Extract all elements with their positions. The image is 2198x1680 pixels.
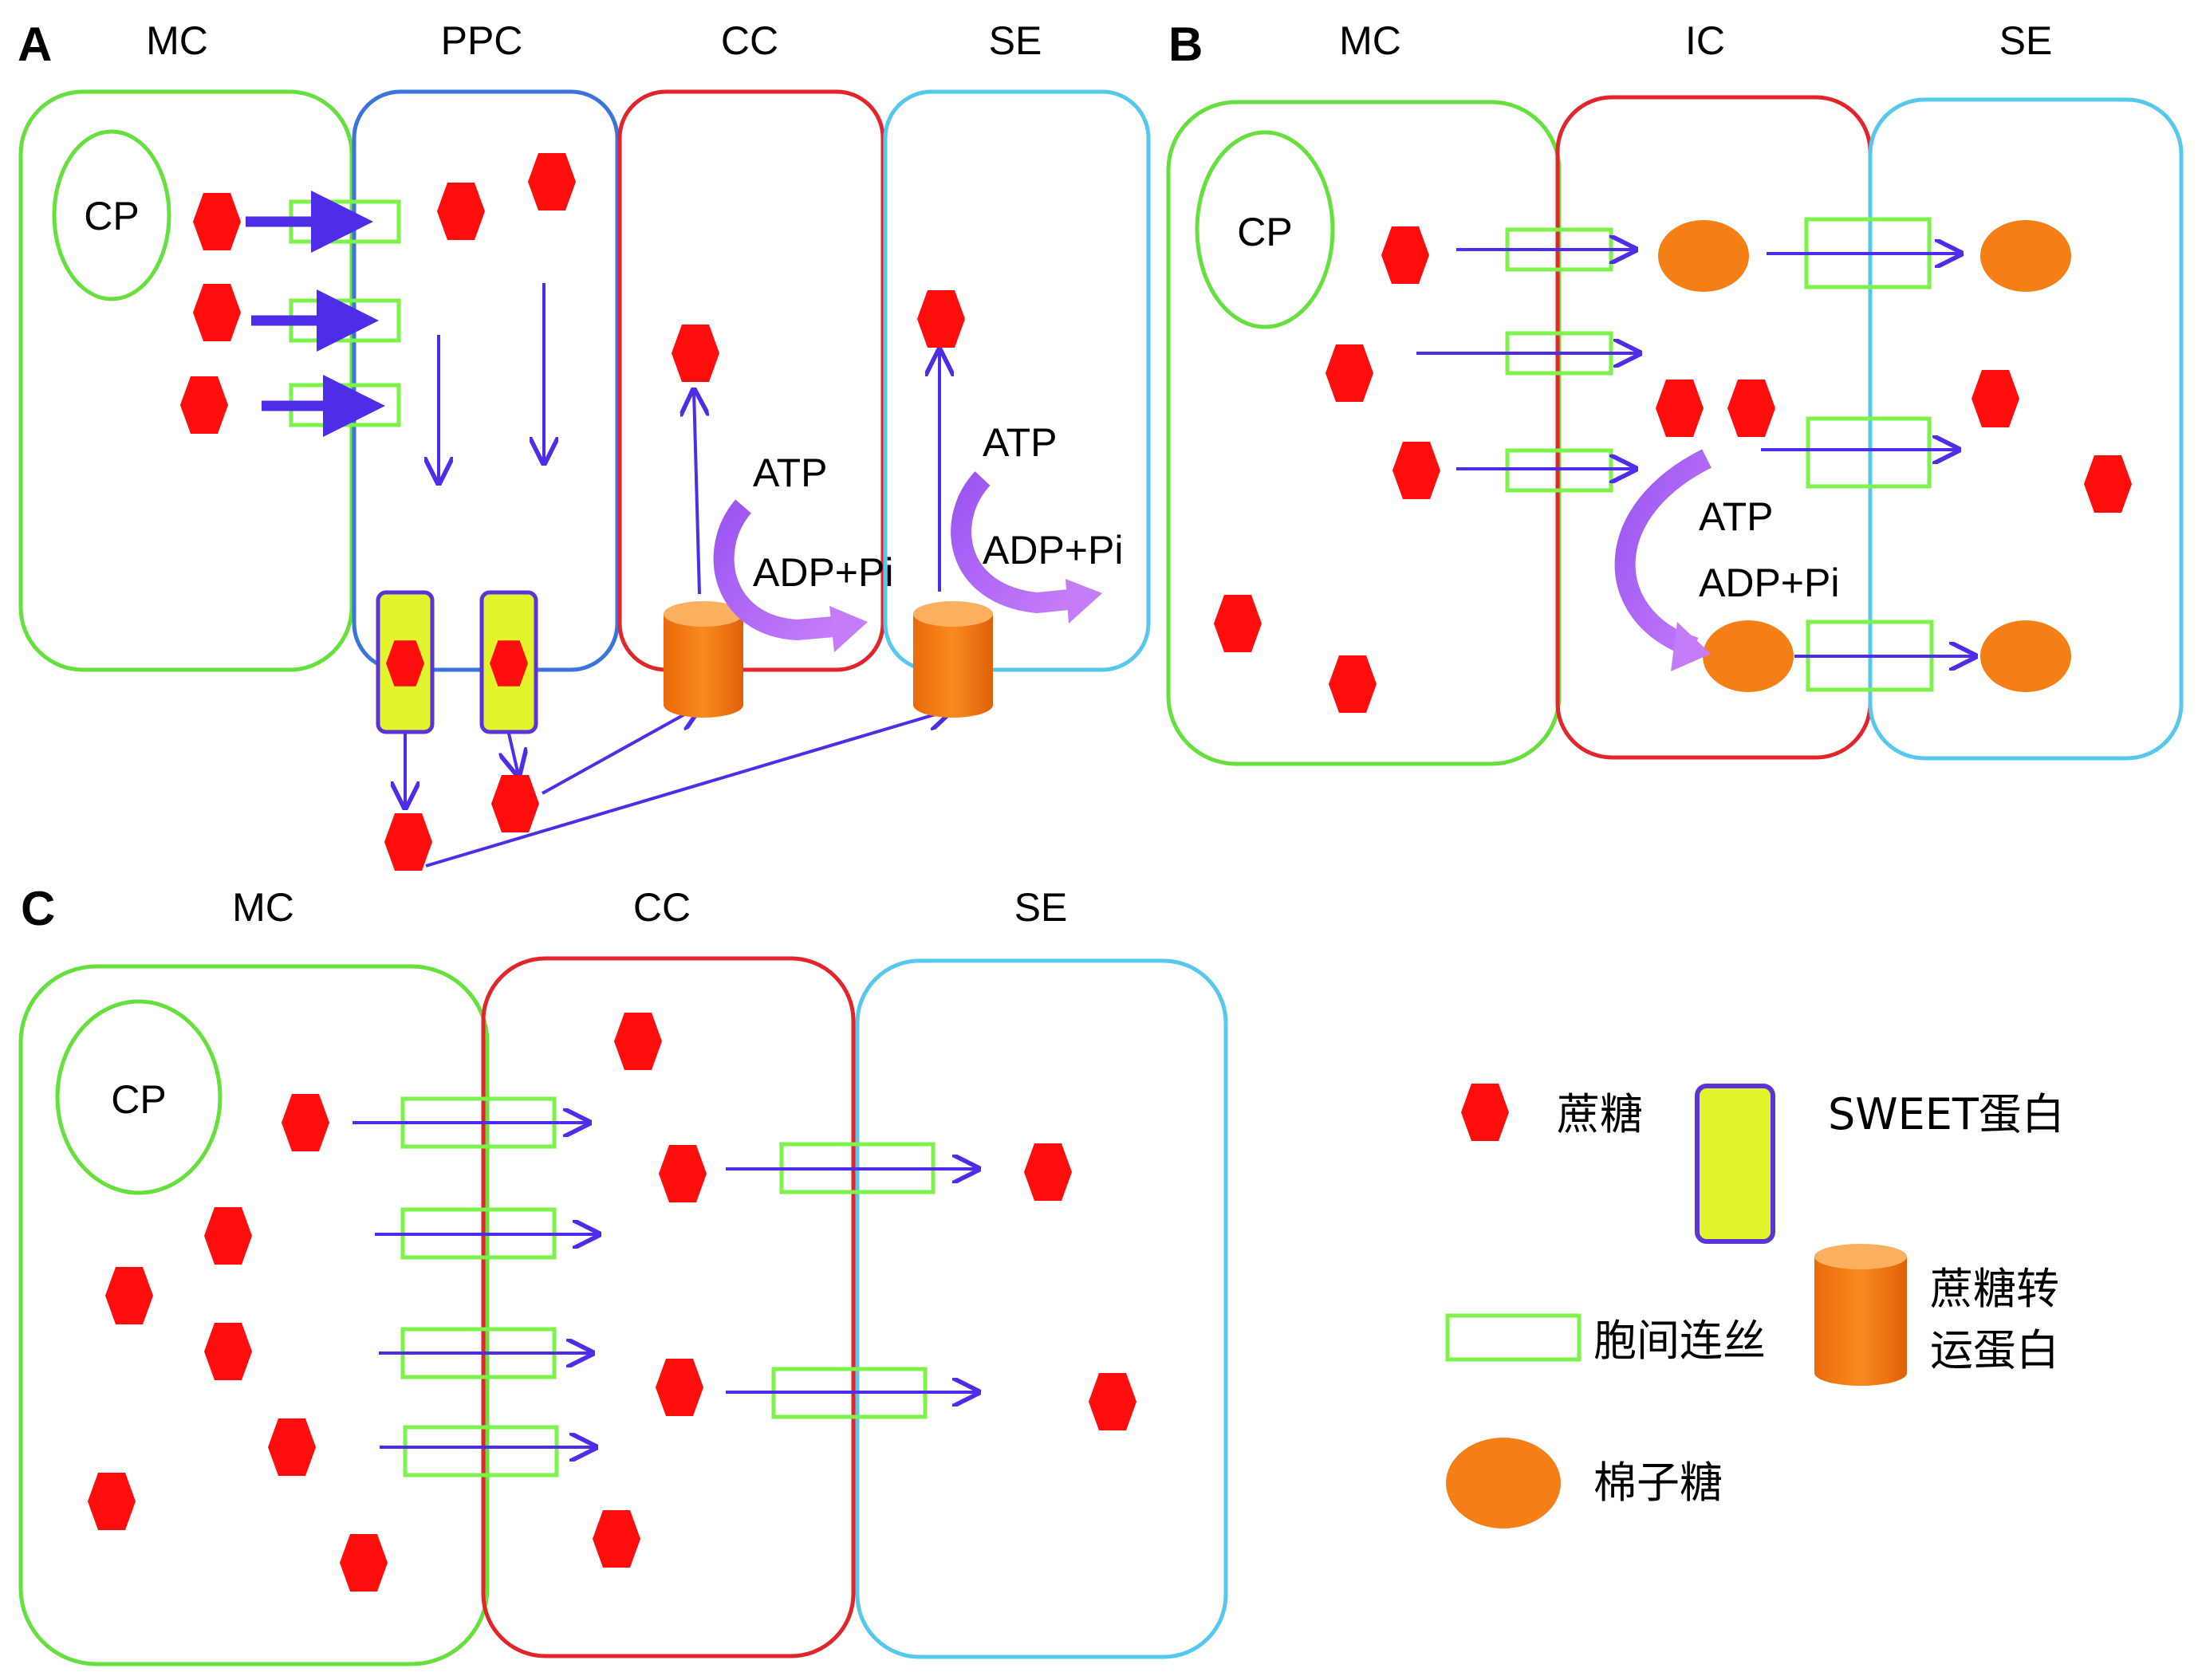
sucrose-icon — [340, 1534, 388, 1591]
sucrose-icon — [656, 1359, 703, 1416]
panel-a: A MC PPC CC SE CP — [18, 18, 1151, 871]
sucrose-icon — [491, 775, 539, 832]
cell-se-b — [1868, 97, 2184, 761]
raffinose-icon — [1703, 620, 1794, 692]
sucrose-icon — [659, 1145, 707, 1202]
sucrose-icon — [614, 1013, 662, 1070]
sucrose-icon — [672, 325, 719, 382]
atp-arrow — [713, 499, 835, 641]
panel-a-header-mc: MC — [146, 18, 208, 63]
panel-b-header-ic: IC — [1685, 18, 1725, 63]
chloroplast-label-c: CP — [111, 1077, 166, 1122]
plasmodesma — [1806, 416, 1932, 489]
legend: 蔗糖 SWEET蛋白 胞间连丝 蔗糖转 运蛋白 棉子糖 — [1445, 1084, 2065, 1529]
sucrose-icon — [1024, 1143, 1072, 1201]
panel-a-header-ppc: PPC — [441, 18, 523, 63]
panel-letter-b: B — [1168, 18, 1203, 71]
cc-atp-label: ATP — [753, 450, 828, 495]
sucrose-icon — [1329, 655, 1377, 713]
sucrose-icon — [384, 813, 432, 871]
panel-a-header-cc: CC — [721, 18, 778, 63]
legend-plasmodesma-label: 胞间连丝 — [1593, 1316, 1766, 1366]
sucrose-transporter-icon — [664, 601, 743, 718]
legend-transporter-icon — [1814, 1257, 1907, 1386]
legend-transporter-label-1: 蔗糖转 — [1930, 1264, 2059, 1314]
cell-se-c — [855, 958, 1228, 1659]
atp-arrow-head — [829, 606, 868, 652]
atp-arrow — [951, 471, 1070, 614]
sucrose-icon — [268, 1418, 316, 1476]
panel-b: B MC IC SE CP ATP ADP+Pi — [1166, 18, 2184, 766]
cc-adp-label: ADP+Pi — [753, 550, 893, 595]
sucrose-icon — [593, 1510, 640, 1568]
sucrose-icon — [180, 376, 228, 434]
legend-sweet-label: SWEET蛋白 — [1828, 1089, 2065, 1139]
legend-raffinose-icon — [1446, 1438, 1561, 1529]
panel-b-header-se: SE — [1999, 18, 2053, 63]
sucrose-icon — [1392, 442, 1440, 499]
atp-arrow — [1614, 449, 1712, 658]
ic-adp-label: ADP+Pi — [1699, 561, 1839, 605]
se-atp-label: ATP — [983, 420, 1058, 465]
sucrose-icon — [193, 193, 241, 250]
sucrose-icon — [1727, 380, 1775, 437]
panel-letter-c: C — [21, 882, 55, 935]
sucrose-icon — [1325, 344, 1373, 402]
chloroplast-b — [1195, 130, 1335, 329]
sucrose-icon — [1972, 370, 2019, 427]
sucrose-icon — [1381, 226, 1429, 284]
sucrose-icon — [1089, 1373, 1136, 1430]
legend-sweet-icon — [1695, 1084, 1775, 1244]
atp-arrow-head — [1066, 579, 1102, 624]
sucrose-icon — [917, 290, 965, 348]
cell-ppc-a — [352, 89, 620, 672]
se-adp-label: ADP+Pi — [983, 528, 1123, 572]
panel-c-header-cc: CC — [633, 885, 691, 930]
cell-se-a — [883, 89, 1151, 672]
sucrose-icon — [1214, 595, 1262, 652]
transport-arrow — [694, 391, 699, 595]
sucrose-icon — [1656, 380, 1704, 437]
chloroplast-label-a: CP — [84, 194, 139, 238]
sucrose-icon — [88, 1473, 136, 1530]
sucrose-icon — [193, 284, 241, 341]
cell-mc-a — [18, 89, 354, 672]
transport-arrow — [509, 733, 518, 775]
plasmodesma — [403, 1425, 559, 1477]
panel-c-header-mc: MC — [232, 885, 294, 930]
cell-cc-c — [481, 956, 856, 1658]
sucrose-icon — [437, 183, 485, 240]
legend-raffinose-label: 棉子糖 — [1593, 1458, 1723, 1508]
raffinose-icon — [1980, 220, 2071, 292]
chloroplast-label-b: CP — [1237, 210, 1292, 254]
sucrose-icon — [204, 1207, 252, 1265]
panel-b-header-mc: MC — [1339, 18, 1401, 63]
transport-arrow — [425, 710, 951, 868]
panel-c: C MC CC SE CP — [18, 882, 1228, 1666]
panel-a-header-se: SE — [989, 18, 1042, 63]
legend-transporter-label-2: 运蛋白 — [1930, 1325, 2059, 1375]
panel-letter-a: A — [18, 18, 52, 71]
chloroplast-a — [52, 129, 171, 301]
ic-atp-label: ATP — [1699, 494, 1774, 539]
sucrose-icon — [2084, 455, 2132, 513]
sucrose-icon — [528, 153, 576, 210]
panel-c-header-se: SE — [1014, 885, 1068, 930]
sucrose-transporter-icon — [913, 601, 993, 718]
cell-mc-c — [18, 964, 490, 1666]
raffinose-icon — [1658, 220, 1749, 292]
legend-sucrose-label: 蔗糖 — [1557, 1089, 1643, 1139]
legend-plasmodesma-icon — [1445, 1313, 1582, 1362]
legend-sucrose-icon — [1461, 1084, 1509, 1141]
raffinose-icon — [1980, 620, 2071, 692]
atp-arrow-head — [1671, 622, 1711, 671]
sucrose-icon — [204, 1323, 252, 1380]
cell-cc-a — [617, 89, 885, 672]
chloroplast-c — [55, 999, 223, 1195]
transport-arrow — [542, 706, 700, 795]
sucrose-icon — [105, 1267, 153, 1324]
sucrose-icon — [282, 1094, 329, 1151]
